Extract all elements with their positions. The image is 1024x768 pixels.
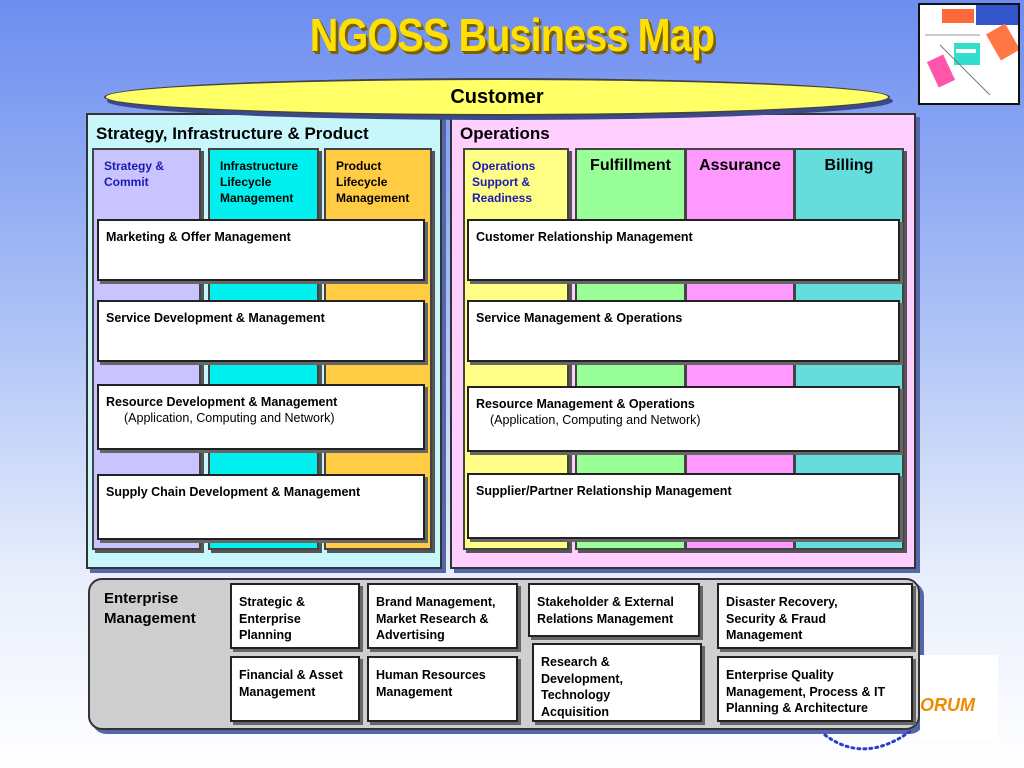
box-service-management-operations: Service Management & Operations bbox=[467, 300, 900, 362]
box-sublabel: (Application, Computing and Network) bbox=[490, 413, 701, 427]
box-disaster-recovery: Disaster Recovery, Security & Fraud Mana… bbox=[717, 583, 913, 649]
column-label: Infrastructure Lifecycle Management bbox=[220, 159, 299, 205]
page-title: NGOSS Business Map bbox=[309, 9, 715, 61]
box-supply-chain-development: Supply Chain Development & Management bbox=[97, 474, 425, 540]
column-label: Fulfillment bbox=[590, 157, 671, 174]
box-label: Supplier/Partner Relationship Management bbox=[476, 484, 732, 498]
box-service-development-management: Service Development & Management bbox=[97, 300, 425, 362]
box-label: Service Development & Management bbox=[106, 311, 325, 325]
box-label: Marketing & Offer Management bbox=[106, 230, 291, 244]
box-financial-asset-management: Financial & Asset Management bbox=[230, 656, 360, 722]
sip-panel-title: Strategy, Infrastructure & Product bbox=[96, 124, 369, 143]
box-label: Service Management & Operations bbox=[476, 311, 683, 325]
column-label: Strategy & Commit bbox=[104, 159, 165, 189]
customer-oval: Customer bbox=[104, 78, 890, 116]
box-label: Resource Management & Operations bbox=[476, 397, 695, 411]
column-label: Assurance bbox=[699, 157, 781, 174]
box-label: Customer Relationship Management bbox=[476, 230, 693, 244]
decorative-dots bbox=[823, 728, 914, 751]
thumbnail-image bbox=[918, 3, 1020, 105]
box-human-resources: Human Resources Management bbox=[367, 656, 518, 722]
enterprise-panel-title: Enterprise Management bbox=[104, 590, 196, 627]
column-label: Operations Support & Readiness bbox=[472, 159, 536, 205]
box-resource-development-management: Resource Development & Management (Applic… bbox=[97, 384, 425, 450]
box-supplier-partner-relationship: Supplier/Partner Relationship Management bbox=[467, 473, 900, 539]
box-marketing-offer-management: Marketing & Offer Management bbox=[97, 219, 425, 281]
column-label: Billing bbox=[824, 157, 874, 174]
box-label: Supply Chain Development & Management bbox=[106, 485, 361, 499]
column-label: Product Lifecycle Management bbox=[336, 159, 410, 205]
box-enterprise-quality: Enterprise Quality Management, Process &… bbox=[717, 656, 913, 722]
box-strategic-enterprise-planning: Strategic & Enterprise Planning bbox=[230, 583, 360, 649]
box-label: Resource Development & Management bbox=[106, 395, 338, 409]
thumbnail-graphic bbox=[920, 5, 1018, 103]
logo-text: ORUM bbox=[920, 695, 975, 715]
box-resource-management-operations: Resource Management & Operations (Applica… bbox=[467, 386, 900, 452]
box-research-development: Research & Development, Technology Acqui… bbox=[532, 643, 702, 722]
box-stakeholder-relations: Stakeholder & External Relations Managem… bbox=[528, 583, 700, 637]
box-brand-management: Brand Management, Market Research & Adve… bbox=[367, 583, 518, 649]
box-sublabel: (Application, Computing and Network) bbox=[124, 411, 335, 425]
forum-logo: ORUM bbox=[920, 655, 998, 741]
box-customer-relationship-management: Customer Relationship Management bbox=[467, 219, 900, 281]
operations-panel-title: Operations bbox=[460, 124, 550, 143]
